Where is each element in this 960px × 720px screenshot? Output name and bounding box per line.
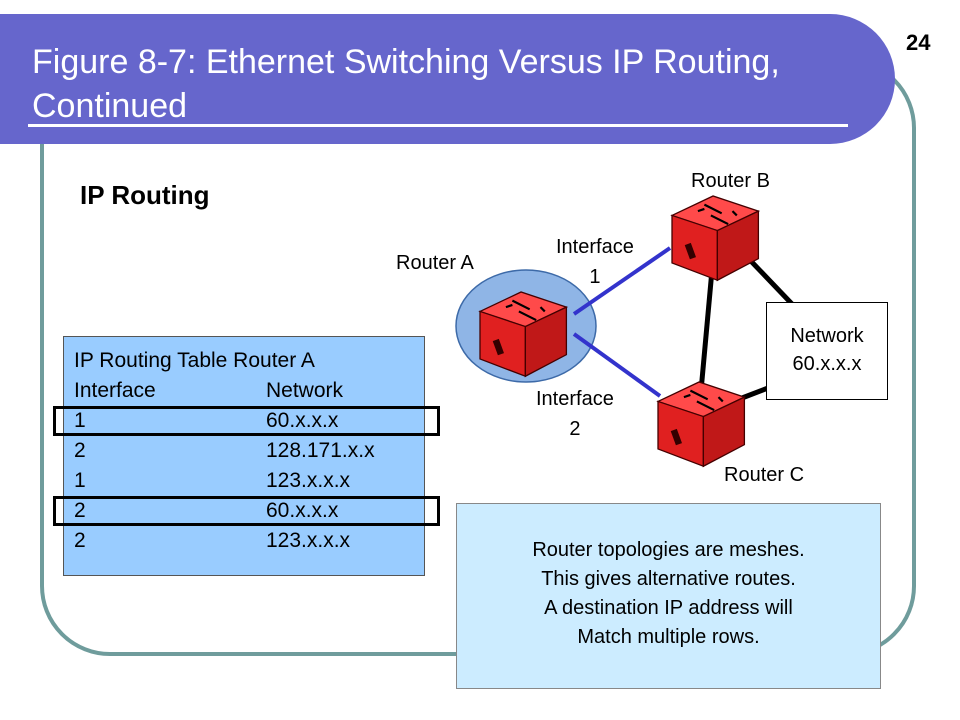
interface-2-link: [572, 332, 662, 398]
table-row: 2 128.171.x.x: [74, 439, 375, 462]
page-number: 24: [906, 30, 931, 55]
note-box: Router topologies are meshes. This gives…: [456, 503, 881, 689]
link-b-c: [697, 269, 715, 403]
table-row: 2 60.x.x.x: [74, 499, 339, 522]
routing-table-caption: IP Routing Table Router A: [74, 349, 315, 372]
table-row: 1 123.x.x.x: [74, 469, 351, 492]
slide-title: Figure 8-7: Ethernet Switching Versus IP…: [32, 43, 780, 125]
router-a-label: Router A: [396, 252, 474, 274]
header-interface: Interface: [74, 379, 156, 402]
section-title: IP Routing: [80, 180, 210, 210]
highlight-row-4: [53, 496, 440, 526]
interface-1-link: [572, 246, 672, 316]
routing-table: IP Routing Table Router A Interface Netw…: [63, 336, 425, 576]
link-c-network: [741, 385, 769, 401]
table-row: 2 123.x.x.x: [74, 529, 351, 552]
router-c-icon: [656, 380, 746, 468]
interface-1-label: Interface 1: [556, 236, 634, 288]
highlight-row-1: [53, 406, 440, 436]
link-b-network: [746, 256, 794, 306]
interface-2-label: Interface 2: [536, 388, 614, 440]
table-row: 1 60.x.x.x: [74, 409, 339, 432]
network-box: Network 60.x.x.x: [766, 302, 888, 400]
title-underline: [28, 124, 848, 127]
router-c-label: Router C: [724, 464, 805, 486]
router-b-icon: [670, 194, 760, 282]
router-b-label: Router B: [691, 170, 770, 192]
title-band: Figure 8-7: Ethernet Switching Versus IP…: [0, 14, 895, 144]
header-network: Network: [266, 379, 344, 402]
